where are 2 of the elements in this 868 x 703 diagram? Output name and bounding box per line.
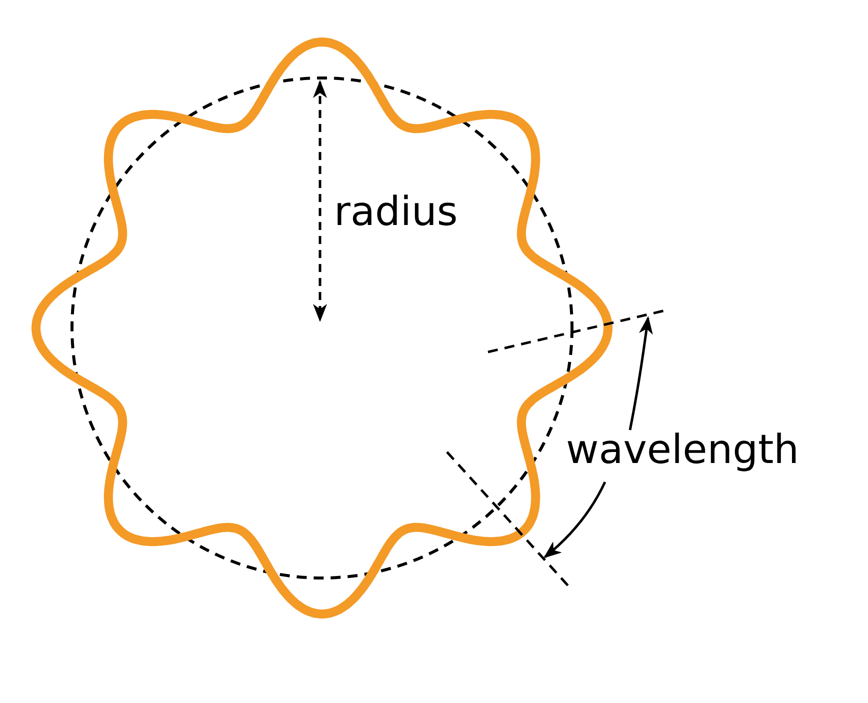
wavelength-label: wavelength — [566, 430, 800, 470]
radius-label: radius — [334, 192, 458, 232]
